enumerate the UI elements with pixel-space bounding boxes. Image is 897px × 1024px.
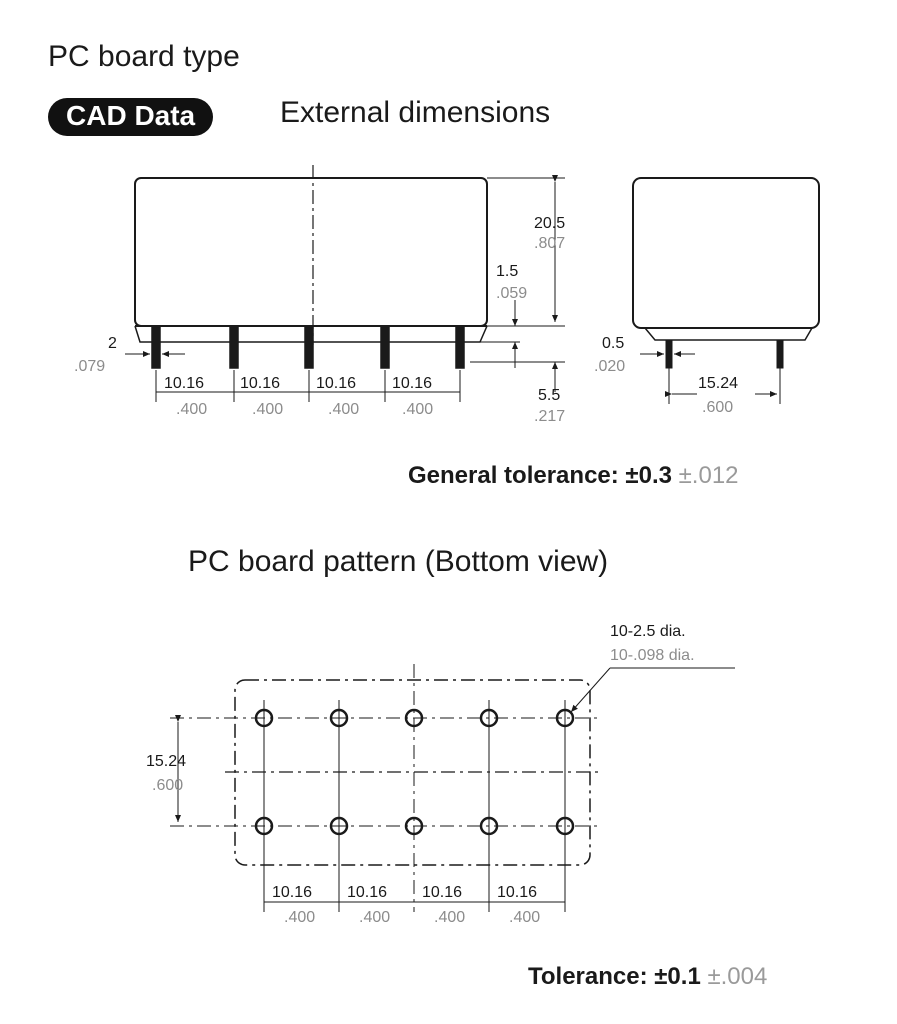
front-pin-length-in: .217: [534, 408, 565, 425]
cad-data-badge[interactable]: CAD Data: [48, 98, 214, 136]
front-offset-in: .059: [496, 285, 527, 302]
pattern-pitch-1-mm: 10.16: [272, 884, 312, 901]
page-title: PC board type: [48, 40, 240, 73]
front-pin-mm: 2: [108, 335, 117, 352]
front-height-in: .807: [534, 235, 565, 252]
front-pitch-2-in: .400: [252, 401, 283, 418]
pattern-row-mm: 15.24: [146, 753, 186, 770]
side-pin-mm: 0.5: [602, 335, 624, 352]
front-pitch-4-in: .400: [402, 401, 433, 418]
front-pitch-2-mm: 10.16: [240, 375, 280, 392]
side-row-in: .600: [702, 399, 733, 416]
tolerance-mm: Tolerance: ±0.1: [528, 963, 701, 990]
pattern-pitch-2-in: .400: [359, 909, 390, 926]
front-pitch-4-mm: 10.16: [392, 375, 432, 392]
general-tolerance: General tolerance: ±0.3 ±.012: [408, 462, 739, 490]
pcb-pattern: [170, 664, 735, 912]
pattern-holes: [254, 708, 575, 836]
front-height-mm: 20.5: [534, 215, 565, 232]
front-pitch-1-mm: 10.16: [164, 375, 204, 392]
pattern-holes-in: 10-.098 dia.: [610, 647, 695, 664]
front-pitch-1-in: .400: [176, 401, 207, 418]
pattern-pitch-3-in: .400: [434, 909, 465, 926]
tolerance: Tolerance: ±0.1 ±.004: [528, 963, 767, 991]
general-tolerance-mm: General tolerance: ±0.3: [408, 462, 672, 489]
front-pin-in: .079: [74, 358, 105, 375]
front-view: [125, 165, 565, 402]
relay-body-front: [134, 177, 488, 327]
side-row-mm: 15.24: [698, 375, 738, 392]
relay-body-side: [632, 177, 820, 329]
pattern-pitch-3-mm: 10.16: [422, 884, 462, 901]
pattern-title: PC board pattern (Bottom view): [188, 545, 609, 578]
front-pitch-3-mm: 10.16: [316, 375, 356, 392]
front-terminals: [151, 325, 465, 369]
pattern-pitch-4-in: .400: [509, 909, 540, 926]
side-pin-in: .020: [594, 358, 625, 375]
front-pitch-3-in: .400: [328, 401, 359, 418]
tolerance-in: ±.004: [707, 963, 768, 990]
pattern-pitch-2-mm: 10.16: [347, 884, 387, 901]
front-pin-length-mm: 5.5: [538, 387, 560, 404]
side-view: [632, 177, 820, 404]
pattern-pitch-1-in: .400: [284, 909, 315, 926]
front-offset-mm: 1.5: [496, 263, 518, 280]
pattern-pitch-4-mm: 10.16: [497, 884, 537, 901]
pattern-holes-mm: 10-2.5 dia.: [610, 623, 686, 640]
section-title: External dimensions: [280, 96, 551, 129]
general-tolerance-in: ±.012: [678, 462, 739, 489]
pattern-row-in: .600: [152, 777, 183, 794]
